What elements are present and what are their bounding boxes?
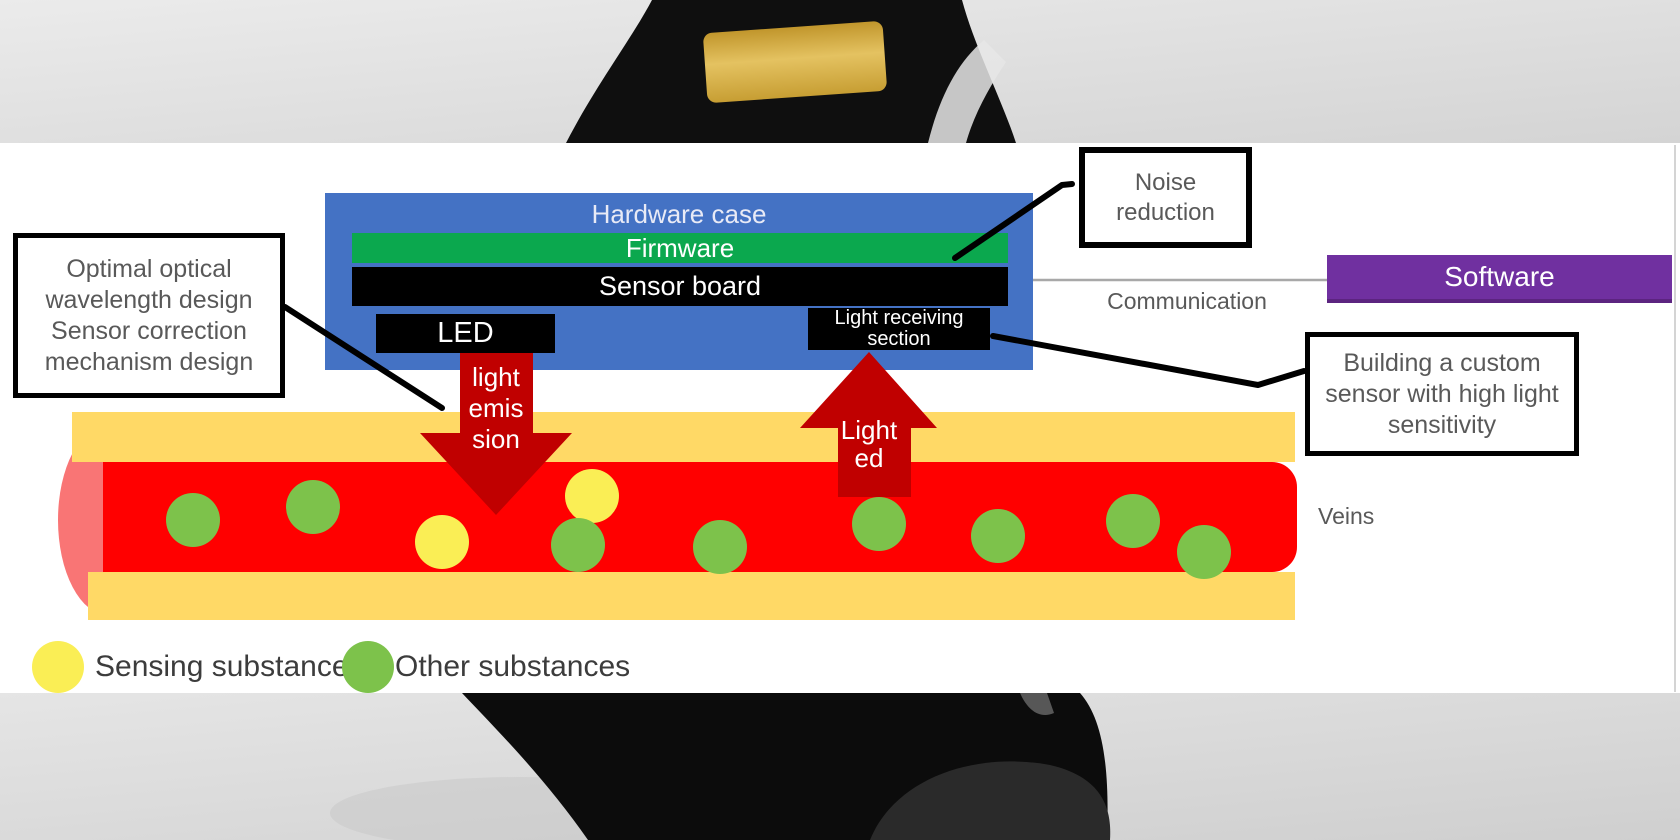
sensing-substance-particle xyxy=(565,469,619,523)
other-substance-particle xyxy=(1106,494,1160,548)
other-substance-particle xyxy=(286,480,340,534)
led-box: LED xyxy=(376,314,555,353)
other-substance-particle xyxy=(852,497,906,551)
other-substance-particle xyxy=(971,509,1025,563)
firmware-bar: Firmware xyxy=(352,233,1008,263)
wristband-photo-top xyxy=(0,0,1680,143)
light-received-label: Light ed xyxy=(840,415,898,473)
custom-sensor-text: Building a custom sensor with high light… xyxy=(1325,348,1559,439)
other-substance-particle xyxy=(1177,525,1231,579)
other-substance-particle xyxy=(166,493,220,547)
firmware-label: Firmware xyxy=(625,232,735,263)
band-gloss-highlight xyxy=(928,40,1006,143)
other-substance-particle xyxy=(551,518,605,572)
sensing-substance-particle xyxy=(415,515,469,569)
wristband-photo-bottom xyxy=(0,693,1680,840)
clasp-highlight xyxy=(1020,693,1054,715)
other-substance-particle xyxy=(693,520,747,574)
light-receiving-label: Light receiving section xyxy=(834,307,964,350)
communication-label: Communication xyxy=(1107,288,1267,314)
veins-label: Veins xyxy=(1318,503,1375,529)
other-substances-label: Other substances xyxy=(395,650,631,683)
led-label: LED xyxy=(437,317,494,349)
software-box: Software xyxy=(1327,255,1672,303)
software-label: Software xyxy=(1444,261,1555,292)
optical-design-callout: Optimal optical wavelength design Sensor… xyxy=(13,233,285,398)
gold-plate xyxy=(703,21,887,103)
sensor-board-label: Sensor board xyxy=(598,271,762,301)
sensor-board-bar: Sensor board xyxy=(352,267,1008,306)
vein-wall-top xyxy=(72,412,1295,462)
noise-reduction-text: Noise reduction xyxy=(1116,168,1215,226)
sensing-substance-swatch xyxy=(32,641,84,693)
other-substances-swatch xyxy=(342,641,394,693)
custom-sensor-callout: Building a custom sensor with high light… xyxy=(1305,332,1579,456)
light-emission-label: light emis sion xyxy=(468,362,524,454)
sensing-substance-label: Sensing substance xyxy=(95,650,349,683)
band-inner-surface xyxy=(870,761,1111,840)
noise-reduction-callout: Noise reduction xyxy=(1079,147,1252,248)
hardware-case-label: Hardware case xyxy=(591,198,767,229)
vein-wall-bottom xyxy=(88,572,1295,620)
optical-design-text: Optimal optical wavelength design Sensor… xyxy=(44,254,254,376)
light-receiving-box: Light receiving section xyxy=(808,308,990,350)
